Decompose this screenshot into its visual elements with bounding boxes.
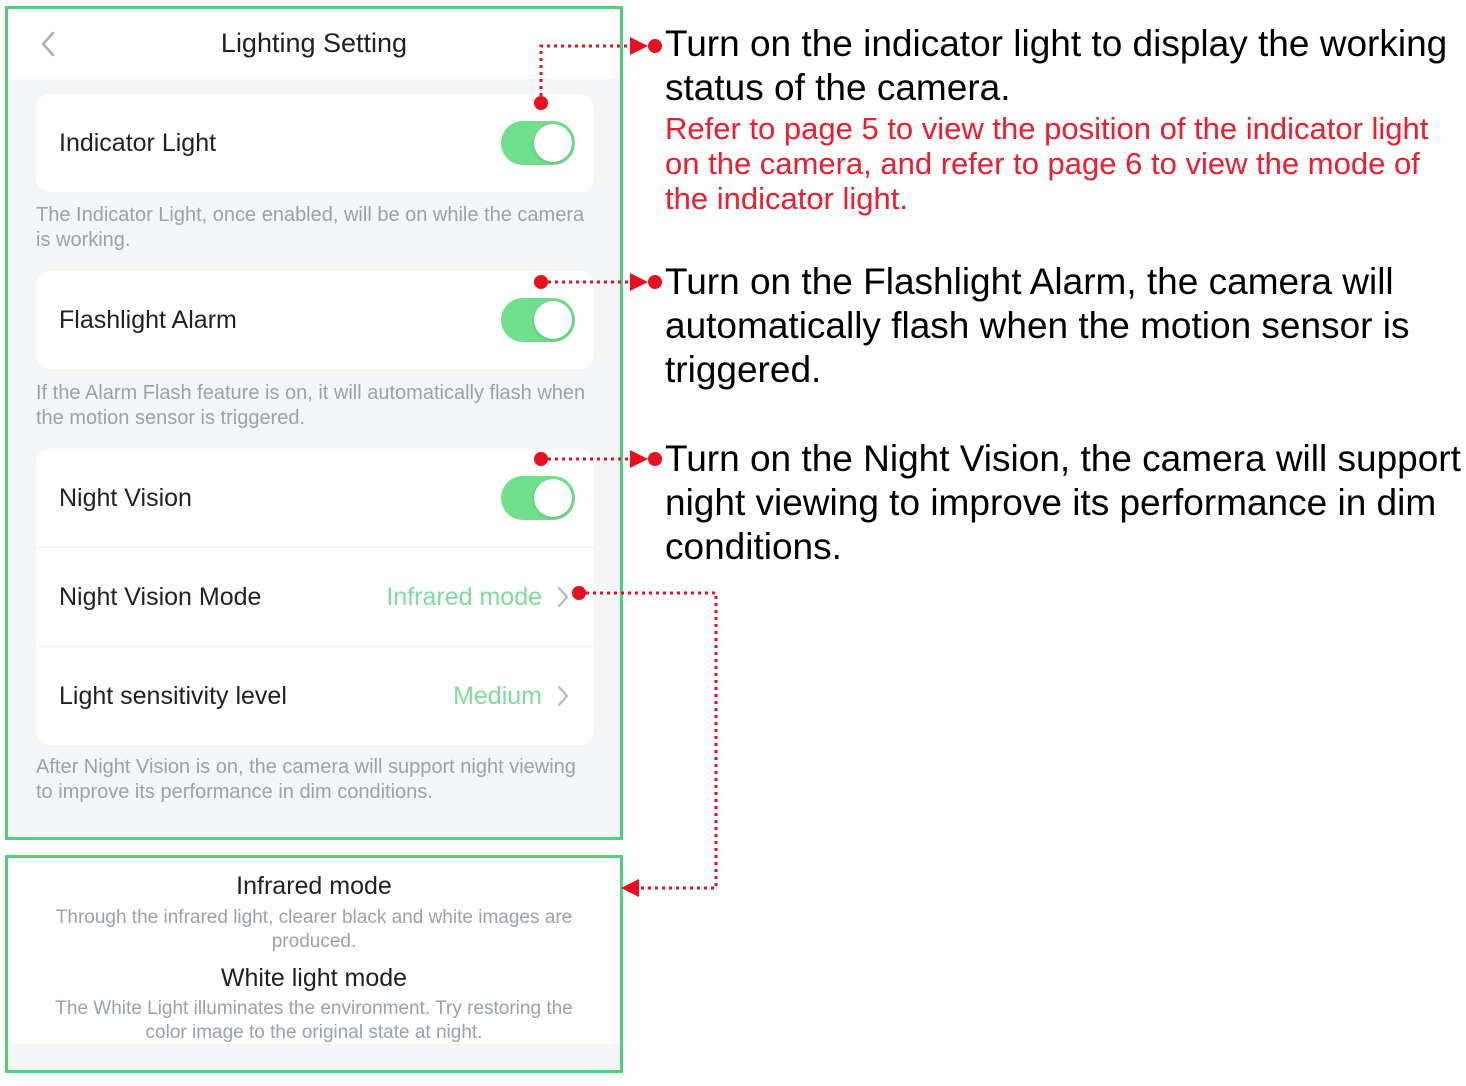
arrow-head: [630, 37, 648, 55]
white-light-mode-desc: The White Light illuminates the environm…: [55, 998, 573, 1043]
indicator-light-row: Indicator Light: [36, 94, 594, 192]
night-vision-toggle[interactable]: [501, 476, 575, 520]
infrared-mode-desc: Through the infrared light, clearer blac…: [55, 907, 573, 952]
connector-dot: [648, 39, 662, 53]
panel-footer: [8, 1044, 620, 1070]
back-button[interactable]: [34, 29, 62, 59]
night-vision-label: Night Vision: [59, 483, 192, 512]
night-vision-mode-row[interactable]: Night Vision Mode Infrared mode: [36, 547, 594, 646]
white-light-mode-title: White light mode: [220, 964, 408, 992]
flashlight-alarm-card: Flashlight Alarm: [36, 271, 594, 369]
light-sensitivity-label: Light sensitivity level: [59, 681, 287, 710]
flashlight-alarm-row: Flashlight Alarm: [36, 271, 594, 369]
annotation-indicator-note: Refer to page 5 to view the position of …: [665, 111, 1429, 216]
indicator-light-label: Indicator Light: [59, 128, 217, 157]
night-vision-row: Night Vision: [36, 449, 594, 547]
nav-bar: Lighting Setting: [8, 9, 620, 79]
indicator-light-toggle[interactable]: [501, 121, 575, 165]
toggle-knob: [534, 479, 572, 517]
annotation-flashlight: Turn on the Flashlight Alarm, the camera…: [665, 261, 1410, 390]
arrow-head: [621, 879, 639, 897]
light-sensitivity-row[interactable]: Light sensitivity level Medium: [36, 646, 594, 745]
arrow-head: [630, 273, 648, 291]
night-vision-modes-panel: Infrared mode Through the infrared light…: [5, 855, 623, 1073]
night-vision-hint: After Night Vision is on, the camera wil…: [36, 756, 576, 803]
light-sensitivity-value: Medium: [453, 681, 542, 710]
night-vision-mode-value: Infrared mode: [386, 582, 542, 611]
chevron-right-icon: [554, 683, 572, 709]
arrow-head: [630, 450, 648, 468]
infrared-mode-title: Infrared mode: [236, 872, 392, 900]
connector-dot: [648, 275, 662, 289]
chevron-right-icon: [554, 584, 572, 610]
chevron-left-icon: [41, 31, 55, 57]
toggle-knob: [534, 301, 572, 339]
flashlight-alarm-hint: If the Alarm Flash feature is on, it wil…: [36, 382, 586, 429]
annotation-night-vision: Turn on the Night Vision, the camera wil…: [665, 438, 1461, 567]
page-title: Lighting Setting: [220, 28, 408, 58]
indicator-light-hint: The Indicator Light, once enabled, will …: [36, 204, 585, 251]
indicator-light-card: Indicator Light: [36, 94, 594, 192]
flashlight-alarm-label: Flashlight Alarm: [59, 305, 237, 334]
connector-dot: [648, 452, 662, 466]
lighting-setting-screen: Lighting Setting Indicator Light The Ind…: [5, 6, 623, 840]
night-vision-mode-label: Night Vision Mode: [59, 582, 262, 611]
annotation-indicator: Turn on the indicator light to display t…: [665, 23, 1448, 108]
flashlight-alarm-toggle[interactable]: [501, 298, 575, 342]
night-vision-card: Night Vision Night Vision Mode Infrared …: [36, 449, 594, 745]
toggle-knob: [534, 124, 572, 162]
